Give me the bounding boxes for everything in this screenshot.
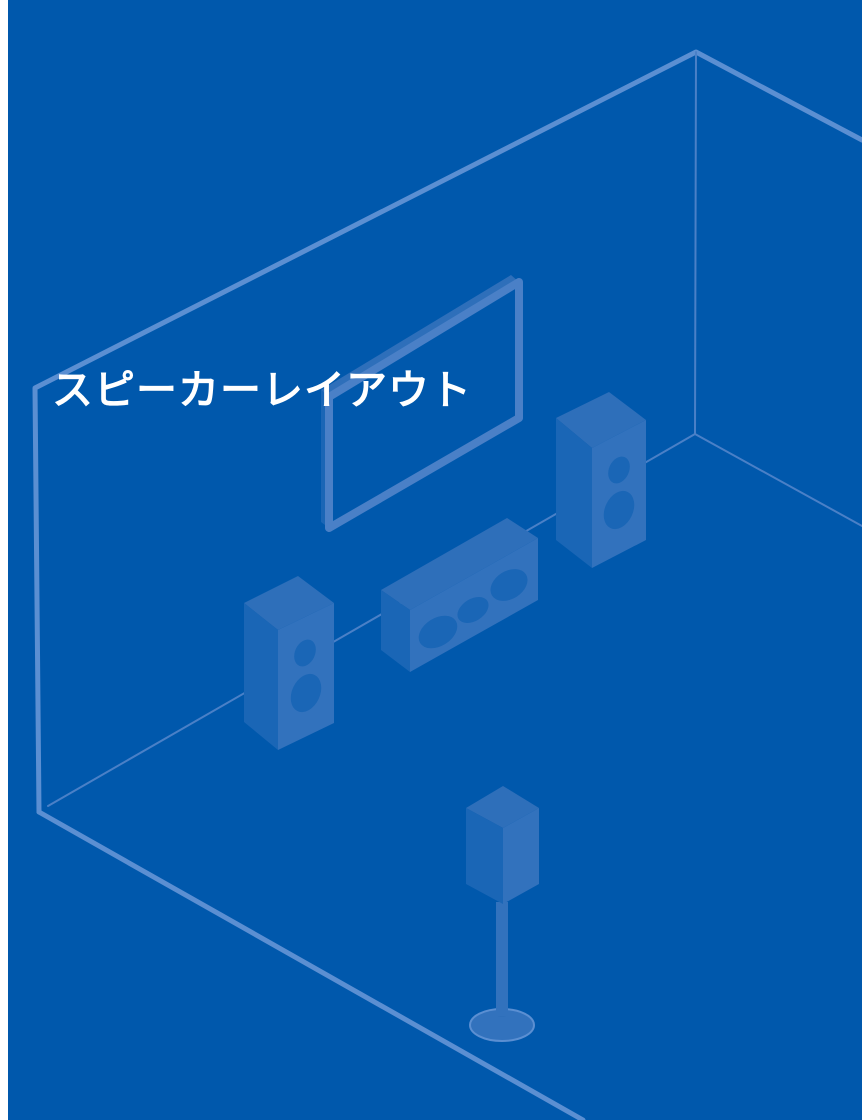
front-right-speaker: [556, 392, 646, 568]
center-speaker: [381, 518, 538, 672]
room-illustration: [32, 49, 862, 1120]
room-outline: [32, 49, 862, 1120]
tv-screen: [321, 275, 523, 532]
page-title: スピーカーレイアウト: [52, 366, 472, 414]
page-cover: スピーカーレイアウト: [8, 0, 862, 1120]
surround-speaker-on-stand: [466, 786, 539, 1042]
front-left-speaker: [244, 576, 334, 750]
room-inner-edges: [47, 51, 862, 807]
